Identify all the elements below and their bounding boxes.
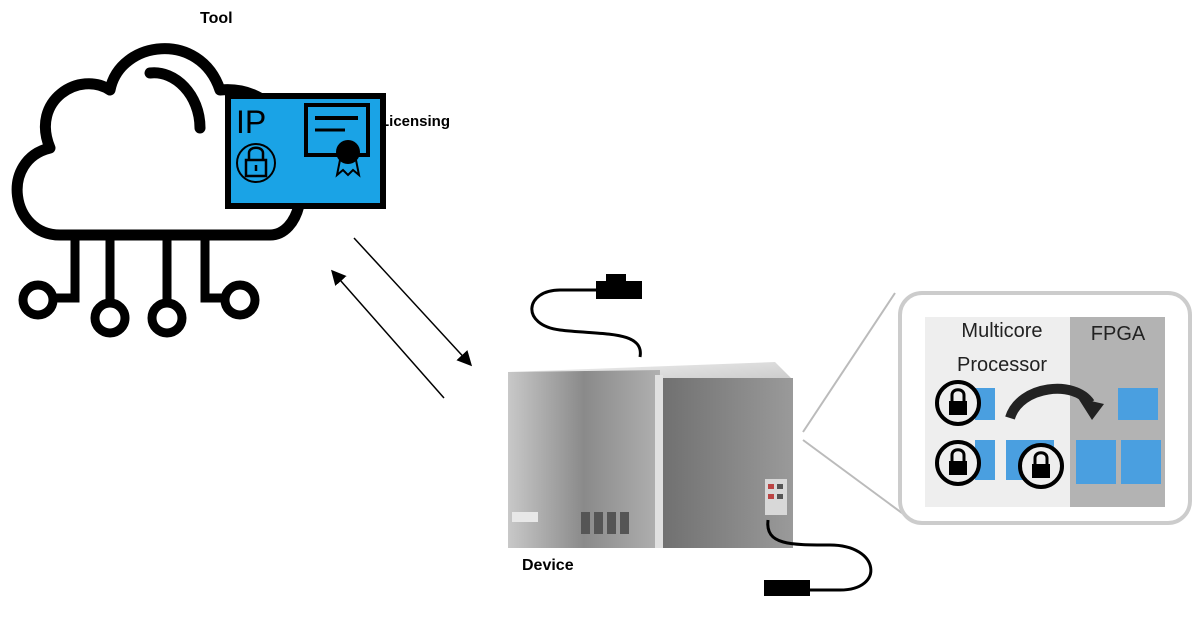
zoom-panel: Multicore Processor FPGA [898,291,1192,525]
fpga-label: FPGA [1091,323,1146,345]
arrow-to-tool [331,269,445,399]
certificate-icon [304,103,370,178]
ip-text: IP [236,104,266,140]
licensing-label: Licensing [380,113,451,130]
device-label: Device [522,557,574,574]
multicore-label-line1: Multicore [961,320,1042,342]
padlock-icon [236,143,276,183]
curved-arrow-icon [1005,383,1104,420]
multicore-label-line2: Processor [957,354,1047,376]
usb-cable-icon [764,519,873,596]
arrow-to-device [353,237,473,367]
ethernet-cable-icon [530,274,642,358]
tool-label: Tool [200,10,233,27]
ip-certificate-card-icon: IP [225,93,386,209]
padlock-icon [935,380,981,426]
server-box-icon [508,362,793,548]
padlock-icon [935,440,981,486]
padlock-icon [1018,443,1064,489]
